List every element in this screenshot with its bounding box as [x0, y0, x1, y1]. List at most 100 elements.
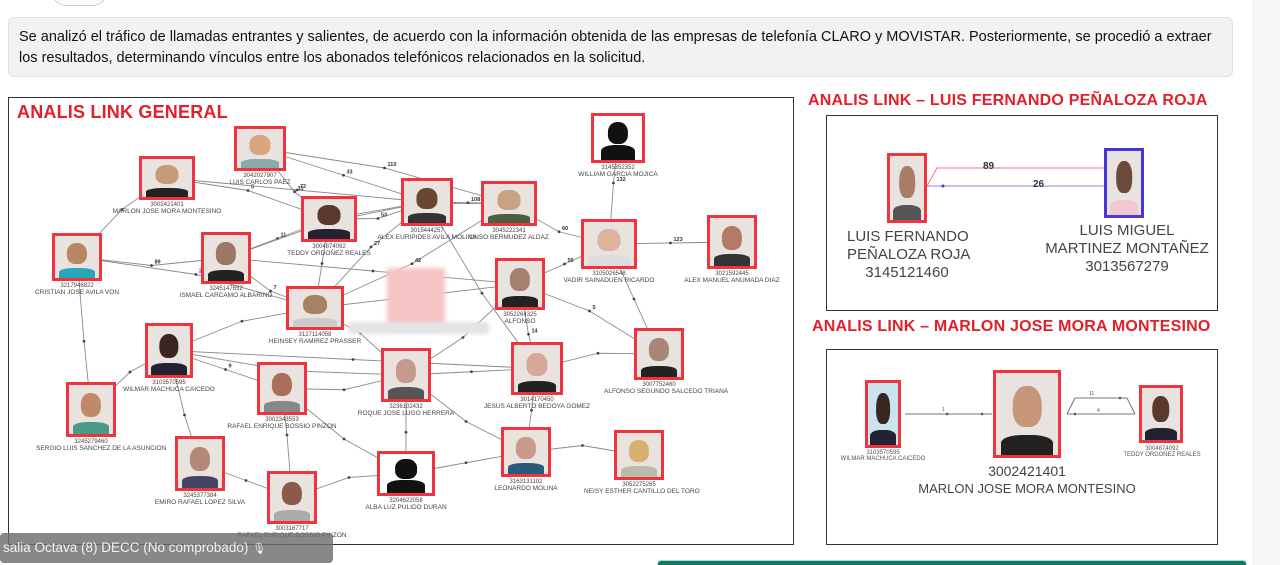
node-number: 3217946822 — [60, 283, 94, 289]
shoulders-shape — [240, 158, 280, 168]
shoulders-shape — [407, 212, 447, 223]
node-number: 3052275265 — [622, 482, 656, 488]
face-shape — [249, 135, 271, 155]
node-name: CRISTIAN JOSE AVILA VON — [34, 289, 120, 296]
luis-link-panel: 89 26 LUIS FERNANDO PEÑALOZA ROJA 314512… — [826, 115, 1218, 311]
node-name: JESUS ALBERTO BEDOYA GOMEZ — [483, 403, 591, 410]
node-name: WILLIAM GARCIA MOJICA — [578, 171, 658, 178]
shoulders-shape — [58, 267, 96, 278]
microphone-muted-icon: 🎙︎ — [252, 543, 267, 555]
redacted-block — [387, 268, 445, 330]
node-name: MARLON JOSE MORA MONTESINO — [112, 208, 222, 215]
teddy-name: TEDDY ORDOÑEZ REALES — [1123, 452, 1201, 458]
svg-text:132: 132 — [617, 177, 626, 183]
luis-miguel-name-1: LUIS MIGUEL — [1079, 222, 1175, 239]
face-shape — [159, 333, 179, 359]
shoulders-shape — [600, 145, 636, 160]
person-photo — [481, 181, 537, 226]
face-shape — [155, 165, 179, 185]
face-shape — [1152, 396, 1170, 423]
luis-fernando-name-1: LUIS FERNANDO — [847, 228, 969, 245]
shoulders-shape — [273, 509, 311, 521]
luis-link-edges — [926, 166, 1138, 188]
node-name: LEONARDO MOLINA — [494, 485, 558, 492]
svg-text:89: 89 — [155, 260, 161, 266]
luis-panel-title: ANALIS LINK – LUIS FERNANDO PEÑALOZA ROJ… — [808, 92, 1208, 109]
network-node: 3003167717RAFAEL ENRIQUE BOSSIO PINZON — [237, 471, 347, 539]
marlon-photo — [993, 370, 1061, 458]
shoulders-shape — [293, 317, 337, 327]
person-silhouette-icon — [591, 113, 645, 163]
person-photo — [267, 471, 317, 524]
shoulders-shape — [588, 255, 630, 266]
shoulders-shape — [1000, 435, 1054, 455]
teddy-out-count: 11 — [1089, 391, 1095, 397]
general-panel-title: ANALIS LINK GENERAL — [17, 102, 228, 122]
node-number: 3004874092 — [312, 244, 346, 250]
node-name: ALEX MANUEL ANUMADA DIAZ — [684, 277, 780, 284]
svg-text:53: 53 — [381, 213, 387, 219]
luis-miguel-photo — [1104, 148, 1144, 218]
person-photo — [495, 258, 545, 310]
person-photo — [145, 323, 193, 378]
node-number: 3245147652 — [209, 286, 243, 292]
person-photo — [401, 178, 453, 226]
luis-miguel-label: LUIS MIGUEL MARTINEZ MONTAÑEZ 3013567279 — [1042, 222, 1212, 276]
node-number: 3245279460 — [74, 439, 108, 445]
shoulders-shape — [488, 213, 530, 223]
person-photo — [201, 232, 251, 284]
wilmar-label: 3103570595 WILMAR MACHUCA CAICEDO — [837, 450, 929, 462]
person-photo — [234, 126, 286, 171]
shoulders-shape — [387, 479, 425, 493]
node-name: RAFAEL ENRIQUE BOSSIO PINZON — [227, 423, 337, 430]
face-shape — [607, 122, 629, 145]
shoulders-shape — [207, 269, 245, 281]
green-action-bar[interactable] — [657, 560, 1247, 565]
person-photo — [175, 436, 225, 491]
person-photo — [286, 286, 344, 330]
shoulders-shape — [640, 365, 678, 377]
wilmar-photo — [865, 380, 901, 448]
node-number: 3003167717 — [275, 526, 309, 532]
svg-text:5: 5 — [593, 305, 596, 311]
luis-fernando-label: LUIS FERNANDO PEÑALOZA ROJA 3145121460 — [847, 228, 970, 282]
node-name: ALBA LUZ PULIDO DURAN — [365, 504, 447, 511]
face-shape — [215, 242, 237, 266]
face-shape — [648, 338, 670, 362]
logo: Y PATRIA — [52, 0, 107, 6]
svg-text:123: 123 — [674, 237, 683, 243]
face-shape — [1116, 161, 1132, 194]
svg-text:42: 42 — [415, 258, 421, 264]
svg-text:55: 55 — [568, 258, 574, 264]
marlon-number: 3002421401 — [988, 463, 1066, 479]
marlon-panel-title: ANALIS LINK – MARLON JOSE MORA MONTESINO — [812, 318, 1211, 335]
shoulders-shape — [1145, 427, 1177, 440]
face-shape — [395, 459, 417, 479]
shoulders-shape — [892, 204, 922, 220]
node-number: 3105026548 — [592, 271, 626, 277]
wilmar-call-count: 1 — [942, 407, 945, 413]
face-shape — [271, 372, 293, 397]
teddy-label: 3004874092 TEDDY ORDOÑEZ REALES — [1117, 446, 1207, 458]
svg-text:27: 27 — [374, 241, 380, 247]
marlon-label: 3002421401 MARLON JOSE MORA MONTESINO — [907, 462, 1147, 498]
node-number: 3014170450 — [520, 397, 554, 403]
summary-text: Se analizó el tráfico de llamadas entran… — [19, 29, 1212, 66]
node-number: 3236102432 — [389, 404, 423, 410]
node-name: TEDDY ORDOÑEZ REALES — [287, 250, 371, 257]
caption-bar: salia Octava (8) DECC (No comprobado) 🎙︎ — [0, 533, 333, 563]
luis-miguel-name-2: MARTINEZ MONTAÑEZ — [1045, 240, 1209, 257]
face-shape — [899, 166, 915, 199]
shoulders-shape — [517, 380, 557, 392]
wilmar-number: 3103570595 — [866, 450, 900, 456]
